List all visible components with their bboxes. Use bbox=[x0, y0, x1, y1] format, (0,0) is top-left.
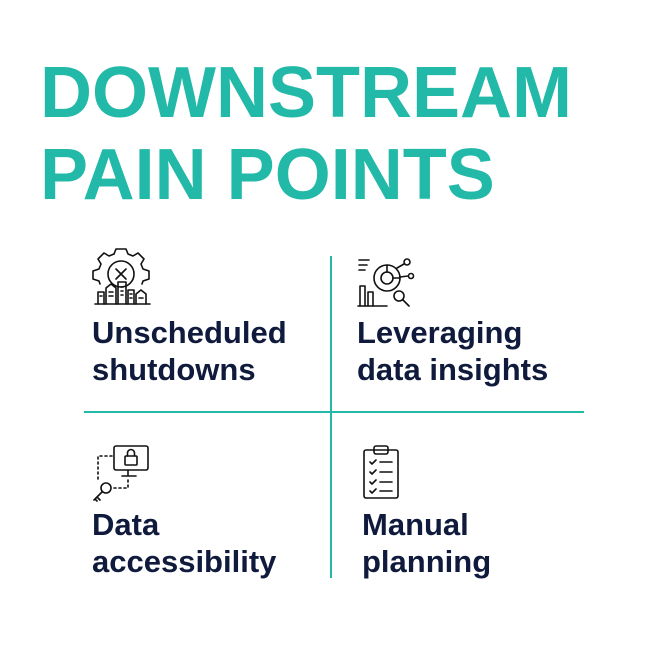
horizontal-divider bbox=[84, 411, 584, 413]
pain-point-label: Manual planning bbox=[362, 507, 492, 579]
factory-gear-icon bbox=[92, 248, 152, 306]
title-line-2: PAIN POINTS bbox=[40, 135, 495, 215]
pain-point-label: Data accessibility bbox=[92, 507, 277, 579]
data-analytics-icon bbox=[357, 256, 415, 310]
title-line-1: DOWNSTREAM bbox=[40, 53, 572, 133]
vertical-divider bbox=[330, 256, 332, 578]
pain-point-label: Leveraging data insights bbox=[357, 315, 549, 387]
key-computer-lock-icon bbox=[92, 444, 152, 502]
page-title: DOWNSTREAM PAIN POINTS bbox=[40, 52, 640, 216]
clipboard-checklist-icon bbox=[362, 444, 402, 502]
pain-point-label: Unscheduled shutdowns bbox=[92, 315, 287, 387]
